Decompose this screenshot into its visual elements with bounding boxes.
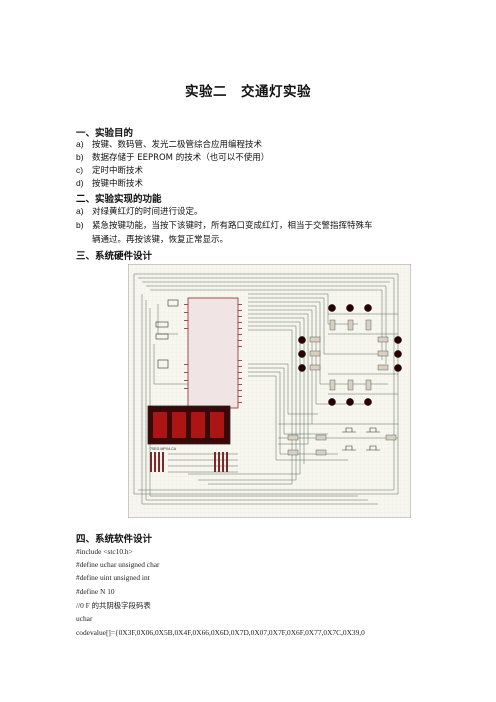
item-text: 定时中断技术 [92, 166, 144, 176]
code-line: uchar [76, 614, 93, 623]
function-item: b) 紧急按键功能，当按下该键时，所有路口变成红灯，相当于交警指挥特殊车 [76, 219, 373, 231]
item-marker: d) [76, 178, 84, 188]
code-line: #define uint unsigned int [76, 573, 150, 582]
section-heading-functions: 二、实验实现的功能 [76, 194, 162, 205]
item-marker: b) [76, 152, 84, 162]
display-label: 7SEG-MPX4-CA [150, 447, 177, 451]
item-marker: a) [76, 139, 84, 149]
function-item-continuation: 辆通过。再按该键，恢复正常显示。 [92, 235, 229, 245]
code-line: #define N 10 [76, 587, 115, 596]
objective-item: b) 数据存储于 EEPROM 的技术（也可以不使用） [76, 151, 269, 163]
objective-item: c) 定时中断技术 [76, 164, 143, 176]
section-heading-software: 四、系统软件设计 [76, 534, 153, 545]
item-text: 对绿黄红灯的时间进行设定。 [92, 207, 203, 217]
section-heading-hardware: 三、系统硬件设计 [76, 251, 153, 262]
item-text: 按键中断技术 [92, 179, 144, 189]
code-line: codevalue[]={0X3F,0X06,0X5B,0X4F,0X66,0X… [76, 628, 365, 637]
item-text: 按键、数码管、发光二极管综合应用编程技术 [92, 140, 263, 150]
item-marker: c) [76, 165, 84, 175]
code-line: #define uchar unsigned char [76, 560, 160, 569]
item-marker: b) [76, 220, 84, 230]
section-heading-objectives: 一、实验目的 [76, 128, 134, 139]
objective-item: a) 按键、数码管、发光二极管综合应用编程技术 [76, 138, 262, 150]
code-line: //0 F 的共阴极字段码表 [76, 601, 151, 610]
item-text: 紧急按键功能，当按下该键时，所有路口变成红灯，相当于交警指挥特殊车 [92, 221, 373, 231]
objective-item: d) 按键中断技术 [76, 177, 143, 189]
function-item: a) 对绿黄红灯的时间进行设定。 [76, 205, 203, 217]
page-title: 实验二 交通灯实验 [185, 84, 311, 100]
item-marker: a) [76, 206, 84, 216]
circuit-schematic: AT89C51 7SEG-MPX4-CA [128, 264, 411, 518]
code-line: #include <stc10.h> [76, 547, 133, 556]
item-text: 数据存储于 EEPROM 的技术（也可以不使用） [92, 153, 270, 163]
